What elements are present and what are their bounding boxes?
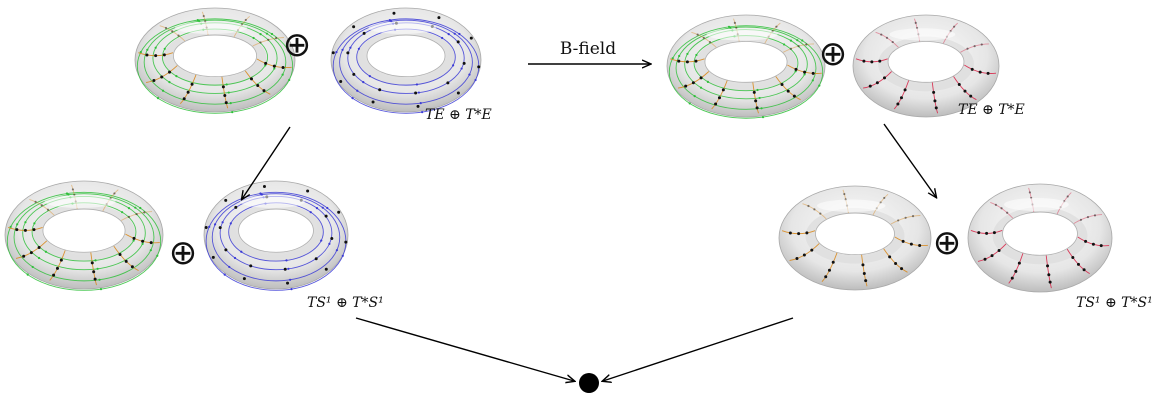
edge-label-bfield: B-field xyxy=(560,39,616,59)
oplus-bottom-left: ⊕ xyxy=(169,233,198,273)
label-bottom-right: TS¹ ⊕ T*S¹ xyxy=(1076,295,1153,311)
arrow-right-to-point xyxy=(603,317,794,381)
oplus-bottom-right: ⊕ xyxy=(933,223,962,263)
torus-bottom-left-1 xyxy=(4,180,164,291)
oplus-top-right: ⊕ xyxy=(819,34,848,74)
point-node xyxy=(579,373,599,393)
tori-layer xyxy=(4,7,1113,293)
torus-bottom-right-2 xyxy=(967,183,1113,293)
oplus-top-left: ⊕ xyxy=(283,25,312,65)
torus-top-right-2 xyxy=(852,14,1000,118)
torus-top-left-1 xyxy=(134,7,296,114)
torus-top-right-1 xyxy=(666,14,826,119)
label-top-right: TE ⊕ T*E xyxy=(958,102,1025,118)
arrow-right-down xyxy=(883,123,936,197)
arrow-left-down xyxy=(242,126,291,199)
torus-bottom-left-2 xyxy=(203,180,349,291)
arrow-left-to-point xyxy=(355,317,574,381)
label-bottom-left: TS¹ ⊕ T*S¹ xyxy=(307,295,384,311)
torus-top-left-2 xyxy=(330,7,482,114)
torus-bottom-right-1 xyxy=(778,185,932,291)
label-top-left: TE ⊕ T*E xyxy=(425,107,492,123)
